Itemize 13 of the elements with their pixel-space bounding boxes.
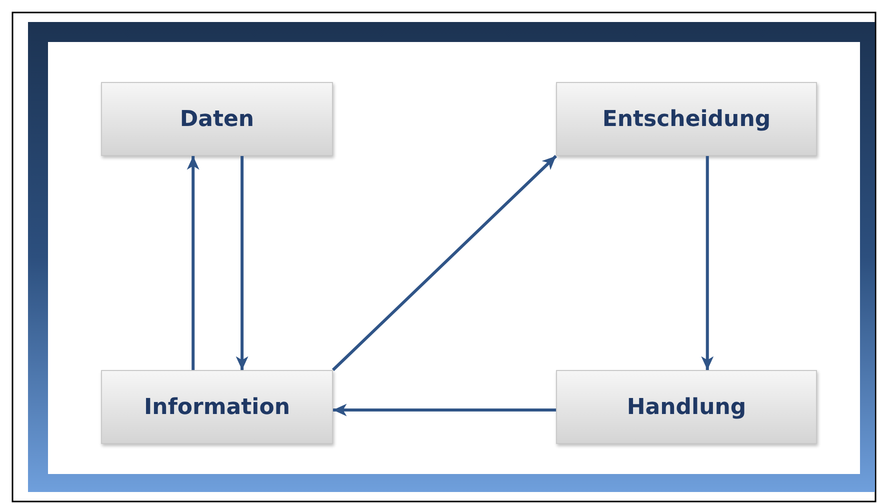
arrow — [701, 156, 714, 370]
process-box — [556, 370, 817, 444]
box-label: Entscheidung — [602, 106, 771, 132]
process-box — [101, 82, 333, 156]
arrow — [186, 156, 200, 370]
arrow — [236, 156, 248, 370]
process-box — [556, 82, 817, 156]
box-label: Information — [144, 394, 290, 420]
process-box — [101, 370, 333, 444]
arrow — [333, 404, 556, 416]
box-label: Daten — [180, 106, 254, 132]
box-label: Handlung — [626, 394, 746, 420]
arrow — [332, 154, 558, 372]
